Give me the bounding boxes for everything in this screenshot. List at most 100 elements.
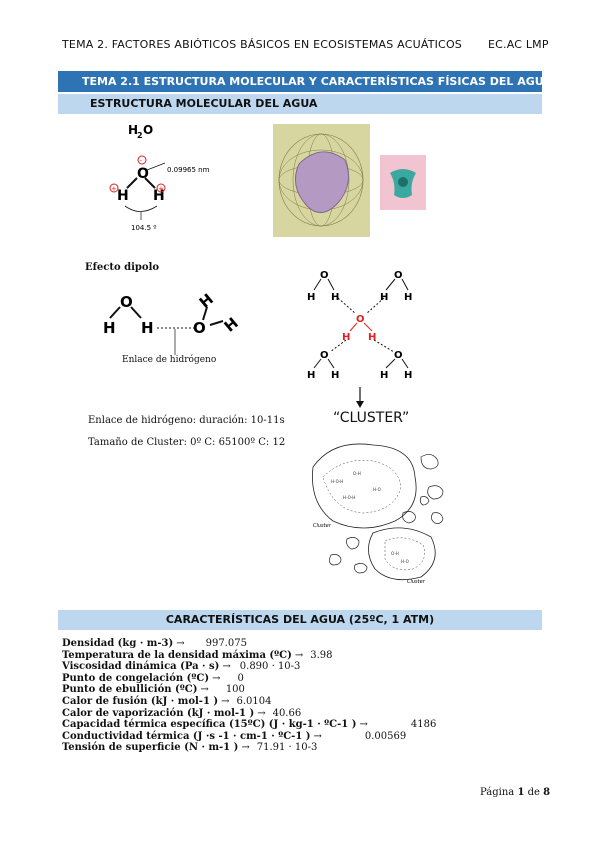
property-value: 3.98	[310, 649, 333, 661]
property-value: 40.66	[272, 707, 302, 719]
svg-text:H: H	[141, 319, 154, 337]
section-title: TEMA 2.1 ESTRUCTURA MOLECULAR Y CARACTER…	[58, 71, 552, 92]
property-row: Densidad (kg · m-3)→997.075	[62, 638, 436, 650]
property-row: Capacidad térmica específica (15ºC) (J ·…	[62, 719, 436, 731]
property-row: Temperatura de la densidad máxima (ºC)→ 3…	[62, 650, 436, 662]
electron-cloud-image	[273, 124, 370, 237]
property-row: Calor de fusión (kJ · mol-1 )→ 6.0104	[62, 696, 436, 708]
dipole-map-image	[380, 155, 426, 210]
svg-text:O: O	[356, 314, 365, 325]
property-value: 0.890 · 10-3	[239, 661, 301, 673]
property-row: Tensión de superficie (N · m-1 )→ 71.91 ·…	[62, 742, 436, 754]
property-label: Punto de ebullición (ºC)	[62, 684, 198, 696]
arrow-icon: →	[294, 649, 304, 661]
svg-text:H: H	[404, 292, 412, 303]
cluster-tag-1: Cluster	[313, 523, 332, 529]
svg-text:H: H	[331, 370, 339, 381]
svg-text:O: O	[320, 270, 329, 281]
svg-text:H: H	[221, 314, 242, 336]
svg-text:H: H	[404, 370, 412, 381]
property-row: Calor de vaporización (kJ · mol-1 )→ 40.6…	[62, 708, 436, 720]
atom-h-left: H	[117, 188, 129, 204]
svg-text:O: O	[394, 270, 403, 281]
footer-page: 1	[517, 787, 525, 798]
property-value: 4186	[410, 719, 437, 731]
footer-total: 8	[543, 787, 551, 798]
angle-label: 104.5 º	[131, 224, 157, 232]
property-label: Calor de vaporización (kJ · mol-1 )	[62, 707, 255, 719]
bond-length-label: 0.09965 nm	[167, 166, 210, 174]
formula-sub: 2	[137, 131, 143, 140]
atom-h-right: H	[153, 188, 165, 204]
property-row: Punto de congelación (ºC)→ 0	[62, 673, 436, 685]
property-label: Capacidad térmica específica (15ºC) (J ·…	[62, 719, 357, 731]
arrow-icon: →	[176, 638, 185, 649]
svg-text:O: O	[320, 350, 329, 361]
svg-text:O: O	[394, 350, 403, 361]
page-header: TEMA 2. FACTORES ABIÓTICOS BÁSICOS EN EC…	[62, 38, 549, 51]
hbond-duration-note: Enlace de hidrógeno: duración: 10-11s	[88, 415, 285, 426]
arrow-icon: →	[212, 672, 221, 684]
svg-text:H: H	[307, 370, 315, 381]
arrow-icon: →	[222, 661, 231, 673]
header-code: EC.AC LMP	[487, 38, 549, 51]
hydrogen-bond-diagram: O H H O H H	[103, 290, 242, 355]
property-value: 0	[237, 672, 244, 684]
svg-text:H: H	[380, 370, 388, 381]
arrow-icon: →	[359, 719, 368, 731]
arrow-icon: →	[241, 742, 250, 754]
arrow-down-icon	[356, 387, 364, 408]
svg-text:H-O-H: H-O-H	[343, 495, 355, 500]
svg-text:H: H	[196, 290, 217, 312]
footer-sep: de	[527, 787, 540, 798]
svg-text:H: H	[331, 292, 339, 303]
cluster-label: “CLUSTER”	[333, 410, 410, 426]
svg-text:H-O-H: H-O-H	[331, 479, 343, 484]
page-footer: Página 1 de 8	[480, 787, 550, 798]
property-row: Punto de ebullición (ºC)→ 100	[62, 684, 436, 696]
cluster-illustration: H-O-HO-HH-O H-O-HO-HH-O Cluster Cluster	[312, 443, 444, 585]
svg-text:+: +	[158, 185, 164, 193]
property-label: Calor de fusión (kJ · mol-1 )	[62, 695, 219, 707]
property-value: 71.91 · 10-3	[256, 742, 318, 754]
cluster-size-note: Tamaño de Cluster: 0º C: 65100º C: 12	[88, 437, 286, 448]
property-label: Tensión de superficie (N · m-1 )	[62, 742, 239, 754]
arrow-icon: →	[221, 695, 230, 707]
property-row: Viscosidad dinámica (Pa · s)→ 0.890 · 10-…	[62, 661, 436, 673]
svg-text:O-H: O-H	[391, 551, 399, 556]
svg-text:H: H	[380, 292, 388, 303]
formula-o: O	[143, 123, 153, 137]
property-value: 0.00569	[364, 730, 407, 742]
svg-text:H-O: H-O	[373, 487, 381, 492]
footer-prefix: Página	[480, 787, 515, 798]
svg-text:H: H	[368, 332, 376, 343]
arrow-icon: →	[313, 730, 322, 742]
property-label: Conductividad térmica (J ·s -1 · cm-1 · …	[62, 730, 311, 742]
property-label: Viscosidad dinámica (Pa · s)	[62, 661, 220, 673]
subsection-structure: ESTRUCTURA MOLECULAR DEL AGUA	[58, 94, 542, 114]
svg-text:O: O	[193, 319, 206, 337]
subsection-properties: CARACTERÍSTICAS DEL AGUA (25ºC, 1 ATM)	[58, 610, 542, 630]
property-value: 6.0104	[236, 695, 272, 707]
arrow-icon: →	[257, 707, 266, 719]
svg-text:H: H	[307, 292, 315, 303]
property-row: Conductividad térmica (J ·s -1 · cm-1 · …	[62, 731, 436, 743]
cluster-tag-2: Cluster	[407, 579, 426, 585]
property-label: Punto de congelación (ºC)	[62, 672, 210, 684]
svg-text:H-O: H-O	[401, 559, 409, 564]
property-value: 100	[225, 684, 245, 696]
svg-text:+: +	[111, 185, 117, 193]
header-title: TEMA 2. FACTORES ABIÓTICOS BÁSICOS EN EC…	[62, 38, 462, 51]
water-molecule-diagram: H 2 O - O H H + + 0.09965 nm 104.5 º	[109, 123, 210, 232]
svg-text:H: H	[342, 332, 350, 343]
property-label: Densidad (kg · m-3)	[62, 638, 174, 649]
svg-text:O-H: O-H	[353, 471, 361, 476]
arrow-icon: →	[200, 684, 209, 696]
formula-h: H	[128, 123, 138, 137]
dipole-title: Efecto dipolo	[85, 262, 160, 273]
svg-text:-: -	[140, 157, 143, 165]
water-network-diagram: O H H O H H O H H O H H O H H	[307, 270, 412, 381]
property-label: Temperatura de la densidad máxima (ºC)	[62, 649, 292, 661]
svg-text:O: O	[120, 293, 133, 311]
